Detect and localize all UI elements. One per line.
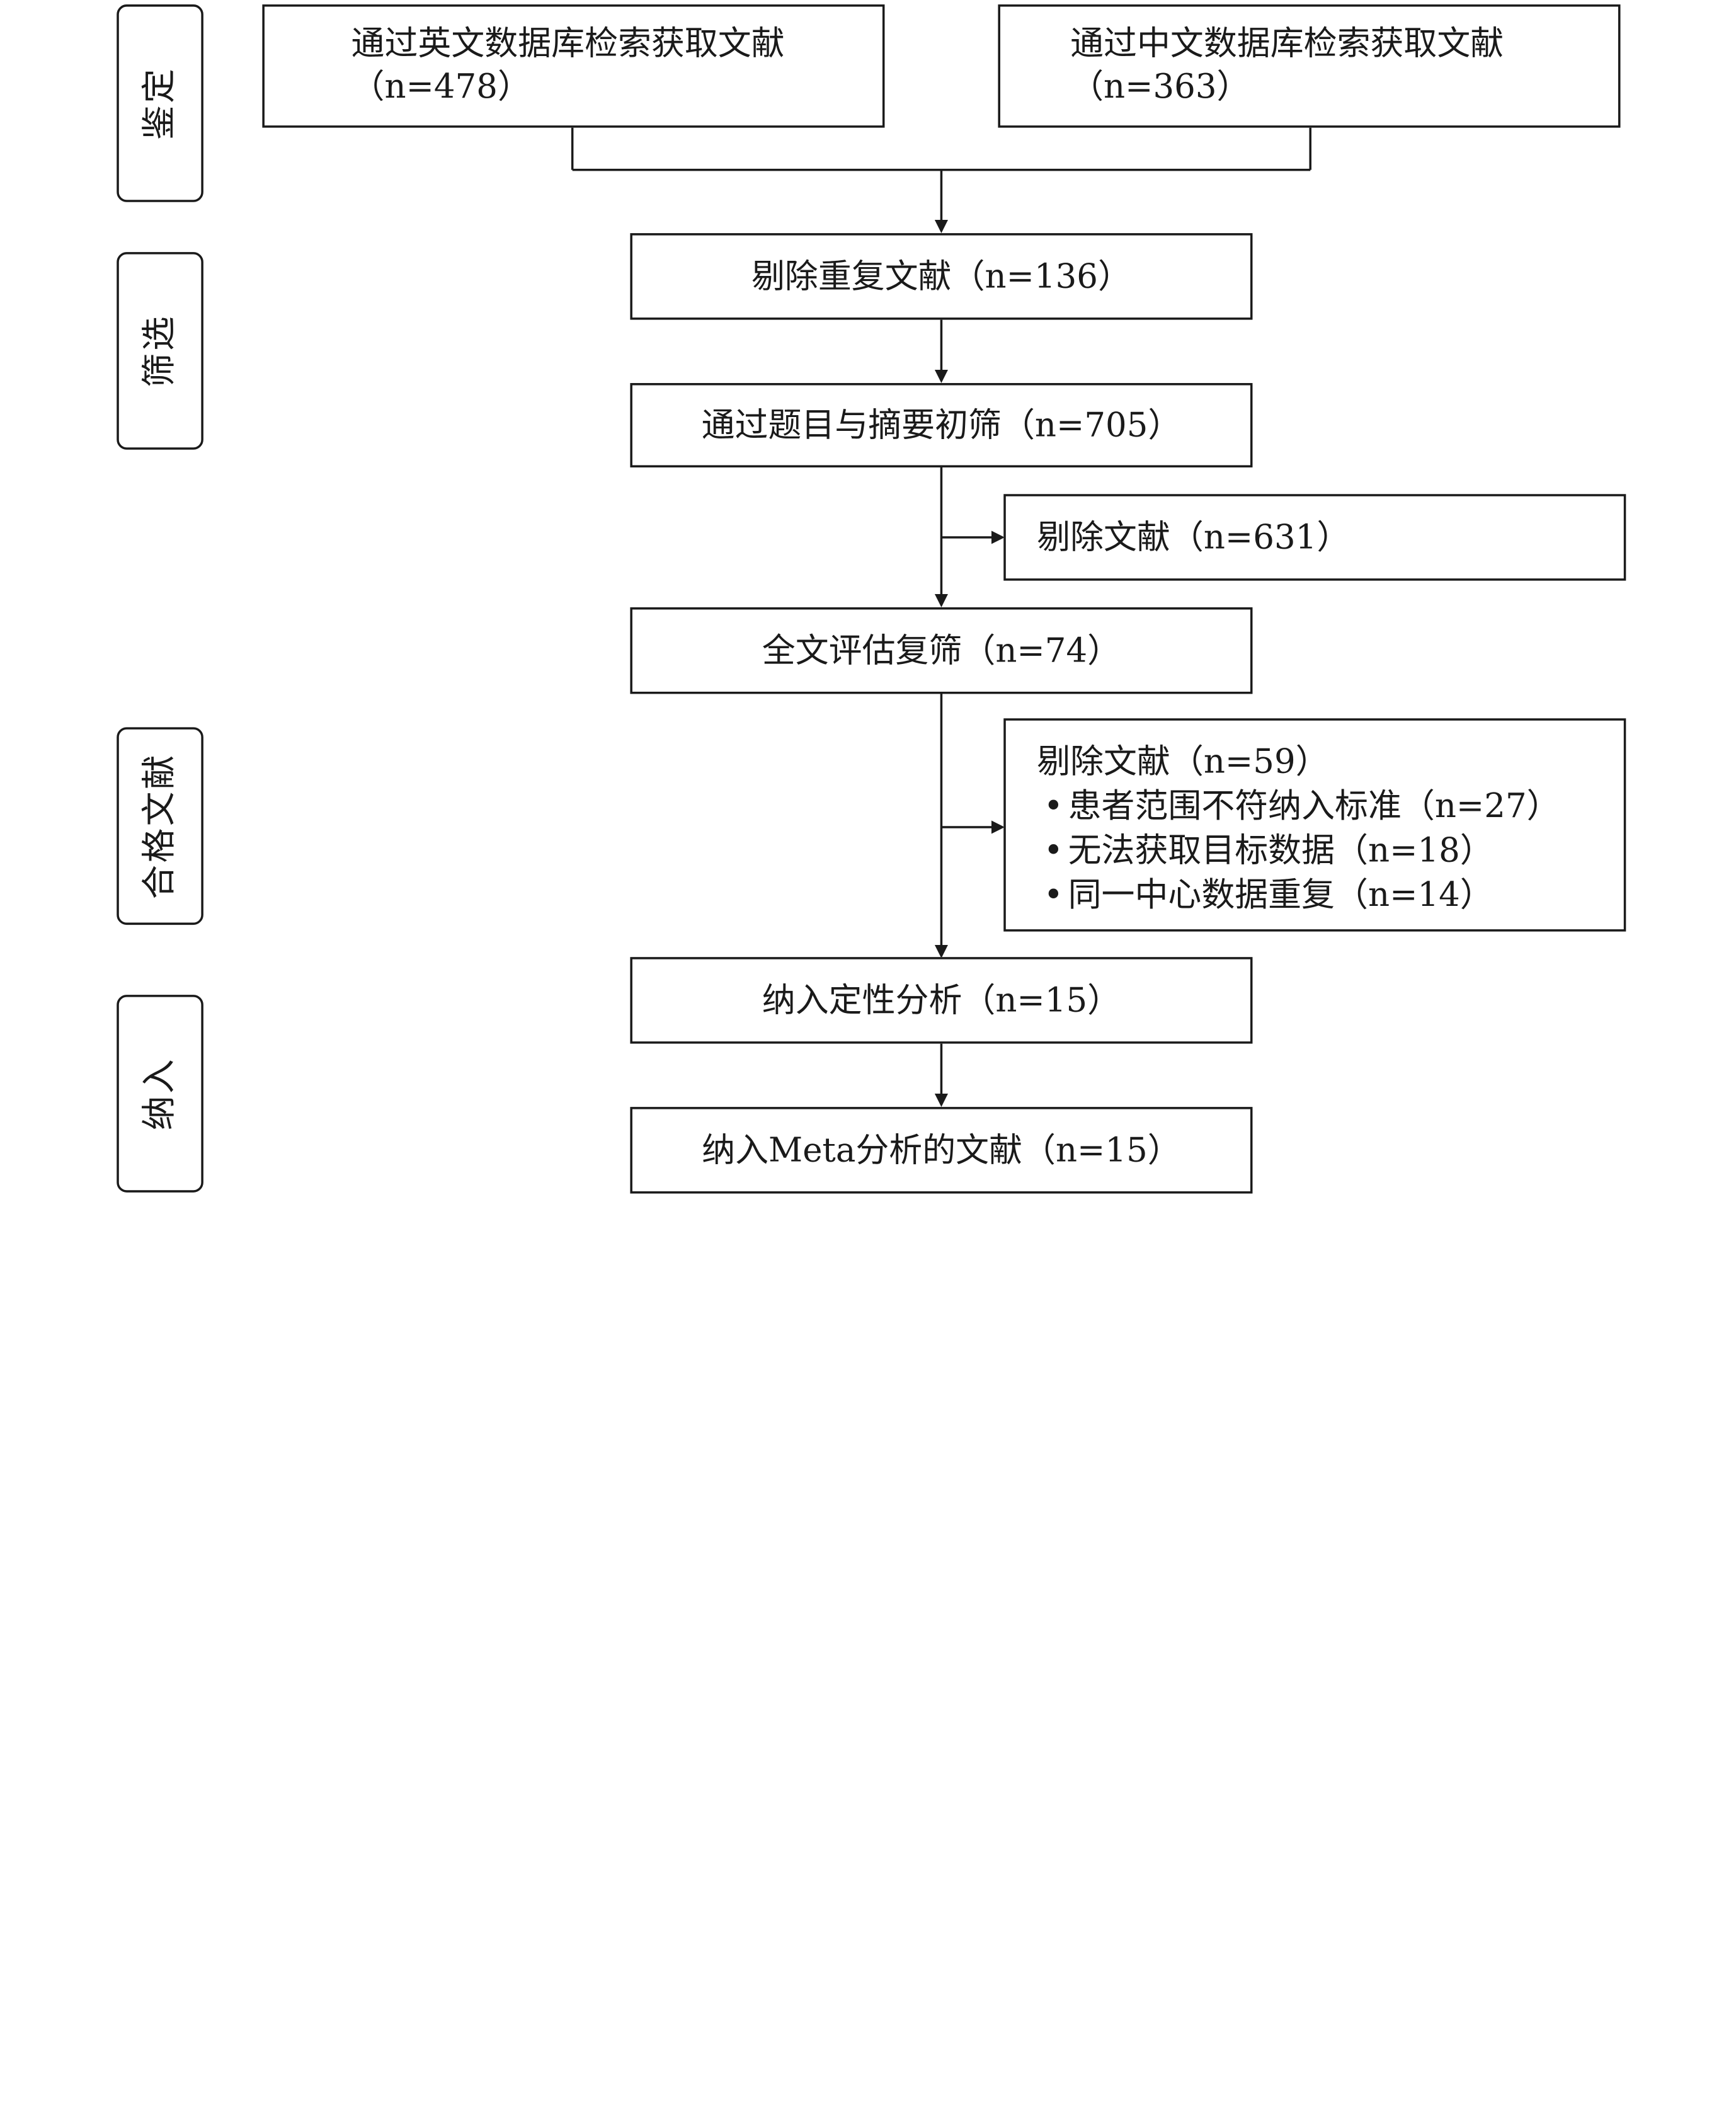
excluded-second-title: 剔除文献（n=59） — [1037, 743, 1329, 782]
exclusion-reasons-list: 患者范围不符纳入标准（n=27） 无法获取目标数据（n=18） 同一中心数据重复… — [1037, 785, 1624, 918]
phase-identification: 鉴定 — [117, 4, 203, 202]
title-abstract-screen-box: 通过题目与摘要初筛（n=705） — [630, 383, 1253, 467]
duplicates-removed-box: 剔除重复文献（n=136） — [630, 233, 1253, 320]
english-database-title: 通过英文数据库检索获取文献 — [351, 24, 785, 64]
phase-screening: 筛选 — [117, 252, 203, 450]
exclusion-reason: 同一中心数据重复（n=14） — [1037, 874, 1624, 918]
phase-eligibility: 合格文献 — [117, 727, 203, 925]
phase-included: 纳入 — [117, 995, 203, 1193]
excluded-second-box: 剔除文献（n=59） 患者范围不符纳入标准（n=27） 无法获取目标数据（n=1… — [1003, 718, 1626, 932]
fulltext-assessment-text: 全文评估复筛（n=74） — [762, 631, 1121, 670]
phase-included-label: 纳入 — [139, 1056, 180, 1131]
fulltext-assessment-box: 全文评估复筛（n=74） — [630, 607, 1253, 694]
english-database-count: （n=478） — [351, 67, 531, 107]
exclusion-reason: 患者范围不符纳入标准（n=27） — [1037, 785, 1624, 829]
phase-eligibility-label: 合格文献 — [139, 752, 180, 900]
excluded-first-text: 剔除文献（n=631） — [1037, 518, 1351, 558]
duplicates-removed-text: 剔除重复文献（n=136） — [751, 256, 1131, 296]
chinese-database-count: （n=363） — [1070, 67, 1250, 107]
exclusion-reason: 无法获取目标数据（n=18） — [1037, 830, 1624, 874]
qualitative-analysis-box: 纳入定性分析（n=15） — [630, 957, 1253, 1044]
chinese-database-box: 通过中文数据库检索获取文献 （n=363） — [998, 4, 1621, 128]
english-database-box: 通过英文数据库检索获取文献 （n=478） — [262, 4, 885, 128]
phase-identification-label: 鉴定 — [139, 66, 180, 140]
excluded-first-box: 剔除文献（n=631） — [1003, 494, 1626, 581]
title-abstract-screen-text: 通过题目与摘要初筛（n=705） — [701, 406, 1182, 445]
chinese-database-title: 通过中文数据库检索获取文献 — [1070, 24, 1504, 64]
meta-analysis-box: 纳入Meta分析的文献（n=15） — [630, 1107, 1253, 1194]
phase-screening-label: 筛选 — [139, 314, 180, 388]
qualitative-analysis-text: 纳入定性分析（n=15） — [762, 981, 1121, 1020]
meta-analysis-text: 纳入Meta分析的文献（n=15） — [702, 1131, 1181, 1170]
